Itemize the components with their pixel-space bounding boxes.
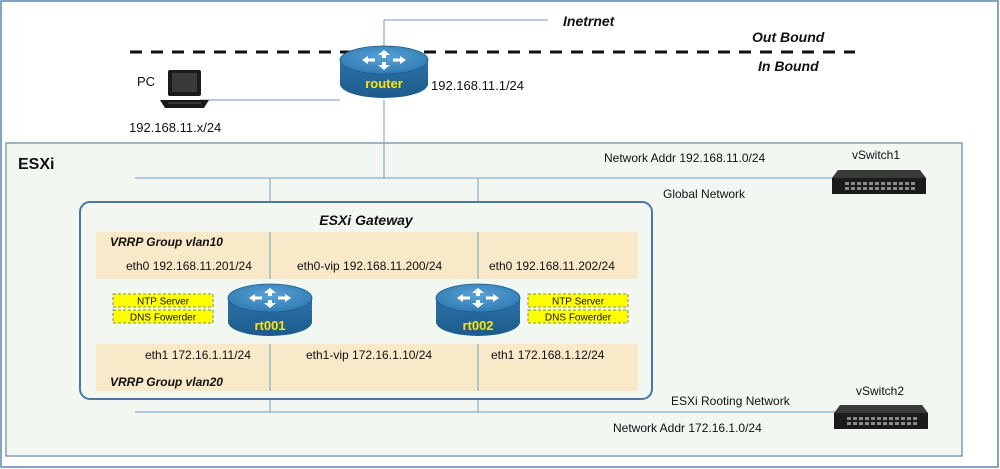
- router-ip: 192.168.11.1/24: [431, 78, 524, 93]
- eth0-vip: eth0-vip 192.168.11.200/24: [297, 259, 443, 273]
- rt002-dns-label: DNS Fowerder: [545, 313, 612, 324]
- rt002-ntp-label: NTP Server: [552, 297, 605, 308]
- global-network-addr: Network Addr 192.168.11.0/24: [604, 151, 766, 165]
- rt002-services: NTP Server DNS Fowerder: [527, 293, 629, 324]
- vrrp-top-band: [96, 232, 638, 279]
- rt002-dns-box: [527, 309, 629, 324]
- eth1-vip: eth1-vip 172.16.1.10/24: [306, 348, 432, 362]
- internet-label: Inetrnet: [563, 13, 616, 29]
- vswitch1-icon: [832, 170, 926, 194]
- rt001-services: NTP Server DNS Fowerder: [112, 293, 214, 324]
- rt001-ntp-label: NTP Server: [137, 297, 190, 308]
- pc-label: PC: [137, 74, 155, 89]
- global-network-label: Global Network: [663, 187, 746, 201]
- vswitch2-icon: [834, 405, 928, 429]
- vswitch1-label: vSwitch1: [852, 148, 900, 162]
- rt001-dns-label: DNS Fowerder: [130, 313, 197, 324]
- out-bound-label: Out Bound: [752, 29, 825, 45]
- vswitch2-label: vSwitch2: [856, 384, 904, 398]
- rt001-label: rt001: [254, 318, 285, 333]
- vrrp-bottom-band: [96, 344, 638, 391]
- vrrp-bottom-label: VRRP Group vlan20: [110, 375, 223, 389]
- rt002-ntp-box: [527, 293, 629, 308]
- rt002-eth0: eth0 192.168.11.202/24: [489, 259, 615, 273]
- rt002-router-icon: [435, 283, 521, 336]
- vrrp-top-label: VRRP Group vlan10: [110, 235, 223, 249]
- router-icon: [339, 45, 429, 98]
- rt001-eth1: eth1 172.16.1.11/24: [145, 348, 251, 362]
- rt001-dns-box: [112, 309, 214, 324]
- pc-ip: 192.168.11.x/24: [129, 120, 221, 135]
- rt002-label: rt002: [462, 318, 493, 333]
- laptop-icon: [160, 70, 209, 108]
- rooting-network-addr: Network Addr 172.16.1.0/24: [613, 421, 762, 435]
- rt001-ntp-box: [112, 293, 214, 308]
- rt002-eth1: eth1 172.168.1.12/24: [491, 348, 605, 362]
- in-bound-label: In Bound: [758, 58, 819, 74]
- rooting-network-label: ESXi Rooting Network: [671, 394, 791, 408]
- router-label: router: [365, 76, 403, 91]
- rt001-eth0: eth0 192.168.11.201/24: [126, 259, 252, 273]
- rt001-router-icon: [227, 283, 313, 336]
- esxi-gateway-title: ESXi Gateway: [319, 212, 414, 228]
- esxi-title: ESXi: [18, 156, 54, 173]
